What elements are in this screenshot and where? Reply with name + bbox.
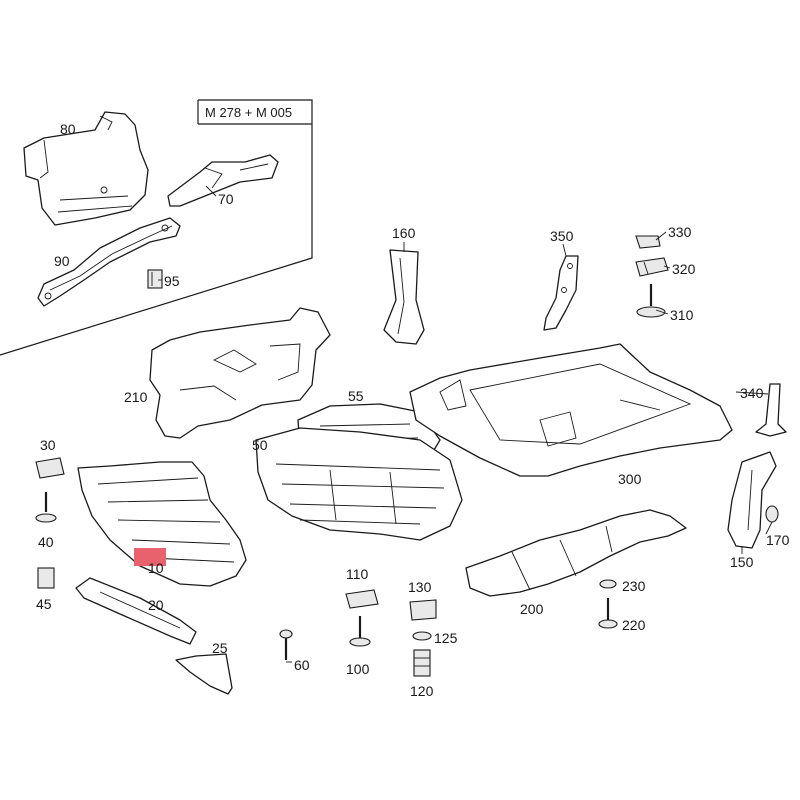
callout-340: 340 xyxy=(740,385,764,401)
callout-40: 40 xyxy=(38,534,54,550)
callout-55: 55 xyxy=(348,388,364,404)
part-60-screw xyxy=(279,629,293,660)
callout-95: 95 xyxy=(164,273,180,289)
leader-lines xyxy=(158,185,773,663)
inset-title: M 278 + M 005 xyxy=(205,105,292,120)
callout-25: 25 xyxy=(212,640,228,656)
callout-130: 130 xyxy=(408,579,432,595)
part-70-bracket xyxy=(167,154,279,207)
callout-50: 50 xyxy=(252,437,268,453)
callout-labels: 80 70 90 95 160 350 330 320 310 210 55 5… xyxy=(36,121,790,699)
callout-170: 170 xyxy=(766,532,790,548)
callout-100: 100 xyxy=(346,661,370,677)
callout-90: 90 xyxy=(54,253,70,269)
part-150-support xyxy=(727,451,777,549)
callout-20: 20 xyxy=(148,597,164,613)
part-90-long-bracket xyxy=(37,217,181,307)
part-130-nut xyxy=(409,599,437,621)
part-110-clip xyxy=(345,589,379,609)
part-50-underbody-main xyxy=(255,427,463,541)
part-20-strip xyxy=(75,577,197,645)
inset-box-border xyxy=(0,99,313,356)
callout-60: 60 xyxy=(294,657,310,673)
part-230-washer xyxy=(599,579,617,589)
part-310-screw xyxy=(636,284,666,318)
part-160-vertical-panel xyxy=(383,249,425,345)
callout-80: 80 xyxy=(60,121,76,137)
part-95-clip xyxy=(147,269,163,289)
callout-30: 30 xyxy=(40,437,56,453)
part-120-bolt xyxy=(413,649,431,677)
part-300-floor-frame xyxy=(409,343,733,477)
callout-350: 350 xyxy=(550,228,574,244)
callout-220: 220 xyxy=(622,617,646,633)
callout-10: 10 xyxy=(148,560,164,576)
part-25-bracket xyxy=(175,653,233,695)
highlight-marker xyxy=(134,548,166,566)
part-10-front-panel xyxy=(77,461,247,587)
callout-200: 200 xyxy=(520,601,544,617)
part-30-clip xyxy=(35,457,65,479)
callout-150: 150 xyxy=(730,554,754,570)
callout-300: 300 xyxy=(618,471,642,487)
part-210-side-cover xyxy=(149,307,331,439)
part-340-bracket xyxy=(755,383,787,437)
part-350-bracket-strip xyxy=(543,255,579,331)
callout-110: 110 xyxy=(346,566,369,582)
callout-210: 210 xyxy=(124,389,148,405)
part-170-clip xyxy=(765,505,779,523)
part-100-screw xyxy=(349,616,371,647)
part-200-rear-cover xyxy=(465,509,687,597)
callout-310: 310 xyxy=(670,307,694,323)
callout-120: 120 xyxy=(410,683,434,699)
part-330-nut xyxy=(635,235,661,249)
part-80-heat-shield xyxy=(23,111,149,226)
part-125-washer xyxy=(412,631,432,641)
callout-330: 330 xyxy=(668,224,692,240)
callout-160: 160 xyxy=(392,225,416,241)
part-220-screw xyxy=(598,598,618,629)
part-320-clip xyxy=(635,257,669,277)
callout-70: 70 xyxy=(218,191,234,207)
callout-45: 45 xyxy=(36,596,52,612)
callout-230: 230 xyxy=(622,578,646,594)
part-40-screw xyxy=(35,492,57,523)
part-45-sleeve xyxy=(37,567,55,589)
callout-320: 320 xyxy=(672,261,696,277)
callout-125: 125 xyxy=(434,630,458,646)
